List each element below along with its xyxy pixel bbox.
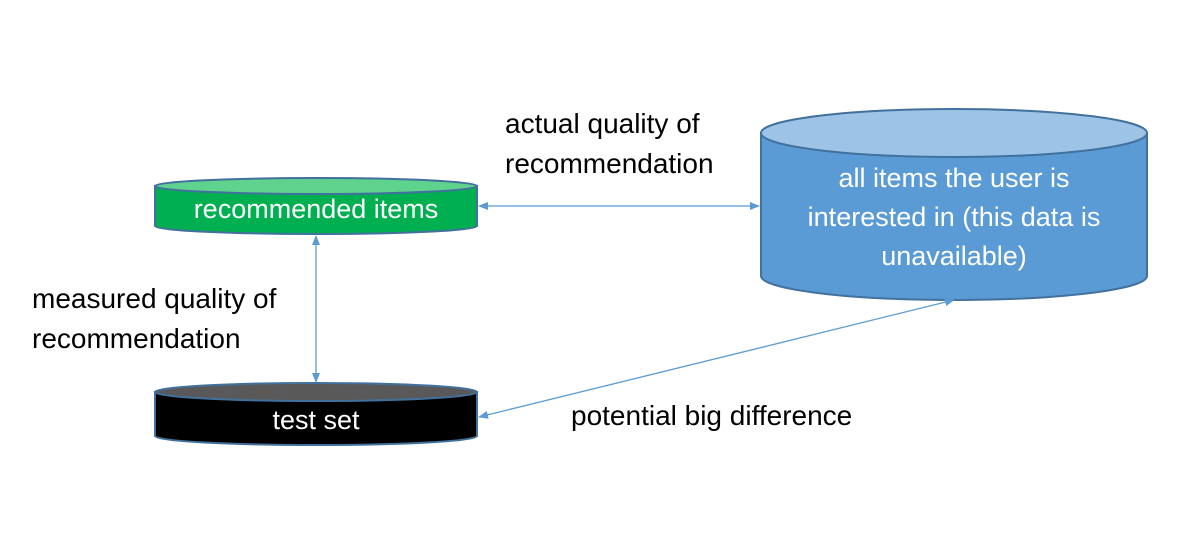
all-items-label-line-2: interested in (this data is xyxy=(807,202,1101,232)
all-items-label: all items the user is interested in (thi… xyxy=(761,159,1147,276)
all-items-label-line-1: all items the user is xyxy=(838,163,1070,193)
difference-label: potential big difference xyxy=(571,400,853,431)
recommended-body xyxy=(154,185,478,235)
all-items-body xyxy=(760,132,1148,301)
actual-quality-label-line-2: recommendation xyxy=(505,148,714,179)
recommended-items-cylinder xyxy=(154,177,478,235)
actual-quality-label: actual quality of recommendation xyxy=(505,104,714,184)
all-items-top xyxy=(760,108,1148,158)
actual-quality-label-line-1: actual quality of xyxy=(505,108,700,139)
recommended-top xyxy=(154,177,478,195)
all-items-label-line-3: unavailable) xyxy=(881,241,1027,271)
recommended-items-label: recommended items xyxy=(193,194,439,224)
difference-arrow xyxy=(478,298,955,419)
test-set-top xyxy=(154,382,478,402)
test-set-label: test set xyxy=(272,405,360,435)
measured-quality-label-line-2: recommendation xyxy=(32,323,241,354)
all-items-cylinder xyxy=(760,108,1148,301)
measured-quality-label: measured quality of recommendation xyxy=(32,279,276,359)
test-set-body xyxy=(154,391,478,446)
test-set-cylinder xyxy=(154,382,478,446)
measured-quality-label-line-1: measured quality of xyxy=(32,283,277,314)
